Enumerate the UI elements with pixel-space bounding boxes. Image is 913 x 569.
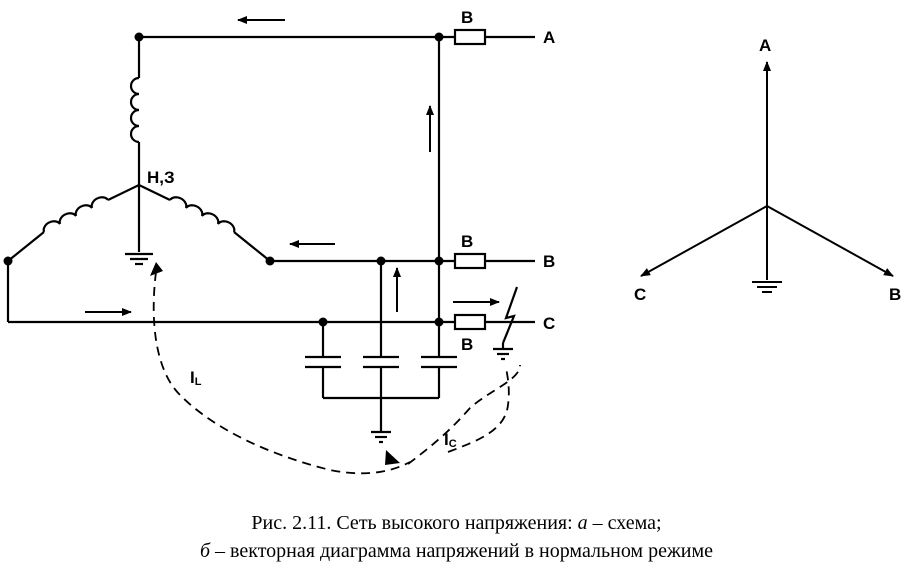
- label-phase-a: A: [543, 28, 555, 47]
- arrow-il-head: [150, 262, 163, 276]
- capacitor-ground-icon: [371, 430, 391, 444]
- breaker-phase-b: [453, 252, 487, 270]
- capacitor-a: [421, 355, 457, 398]
- current-il-path: [152, 271, 411, 475]
- neutral-ground-icon: [125, 252, 153, 266]
- figure-caption-line-1: Рис. 2.11. Сеть высокого напряжения: а –…: [251, 512, 662, 534]
- label-vector-c: C: [634, 285, 646, 304]
- label-phase-b: B: [543, 252, 555, 271]
- breaker-phase-a: [453, 28, 487, 46]
- label-neutral: Н,З: [147, 168, 175, 187]
- label-current-il: IL: [190, 368, 202, 388]
- fault-lightning-icon: [501, 286, 519, 344]
- label-current-ic: IC: [444, 430, 457, 450]
- current-ic-path: [407, 364, 521, 465]
- vector-diagram-b: [640, 61, 894, 293]
- winding-c-coil: [42, 196, 109, 233]
- label-vector-b: B: [889, 285, 901, 304]
- capacitor-c: [305, 355, 341, 398]
- label-phase-c: C: [543, 314, 555, 333]
- vector-c: [640, 205, 768, 277]
- vector-b: [766, 205, 894, 277]
- label-breaker-b: B: [461, 232, 473, 251]
- arrow-ic-head: [385, 450, 400, 465]
- junction-dots: [3, 32, 444, 327]
- fault-ground-icon: [493, 347, 513, 361]
- circuit-diagram-a: [6, 28, 535, 475]
- winding-a-coil: [129, 76, 140, 144]
- label-breaker-a: B: [461, 8, 473, 27]
- label-breaker-c: B: [461, 335, 473, 354]
- capacitor-b: [363, 355, 399, 398]
- vector-ground-icon: [752, 281, 782, 293]
- breaker-phase-c: [453, 313, 487, 331]
- label-vector-a: A: [759, 36, 771, 55]
- winding-b-coil: [169, 196, 236, 233]
- figure-caption-line-2: б – векторная диаграмма напряжений в нор…: [199, 540, 714, 562]
